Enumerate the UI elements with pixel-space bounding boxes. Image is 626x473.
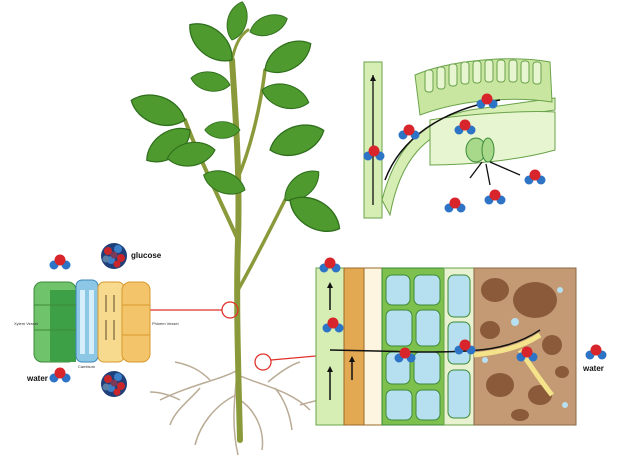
stem xyxy=(183,28,287,443)
phloem-label: Phloem Vessel xyxy=(152,321,179,326)
root-cross-section xyxy=(315,267,577,426)
water-molecule xyxy=(484,189,506,205)
callout-root xyxy=(254,353,317,371)
water-molecule xyxy=(524,169,546,185)
cambium-label: Cambium xyxy=(78,364,96,369)
glucose-molecule xyxy=(101,371,127,397)
water-label-left: water xyxy=(26,374,48,383)
water-molecule xyxy=(444,197,466,213)
glucose-molecule xyxy=(101,243,127,269)
callout-stem xyxy=(150,301,239,319)
vascular-bundle: Xylem Vessel Cambium Phloem Vessel xyxy=(14,279,179,369)
water-molecule xyxy=(585,344,607,360)
leaf-cross-section xyxy=(363,58,556,219)
water-molecule xyxy=(398,124,420,140)
xylem-label: Xylem Vessel xyxy=(14,321,38,326)
water-molecule xyxy=(49,254,71,270)
glucose-label: glucose xyxy=(131,251,162,260)
water-molecule xyxy=(49,367,71,383)
water-label-right: water xyxy=(582,364,604,373)
